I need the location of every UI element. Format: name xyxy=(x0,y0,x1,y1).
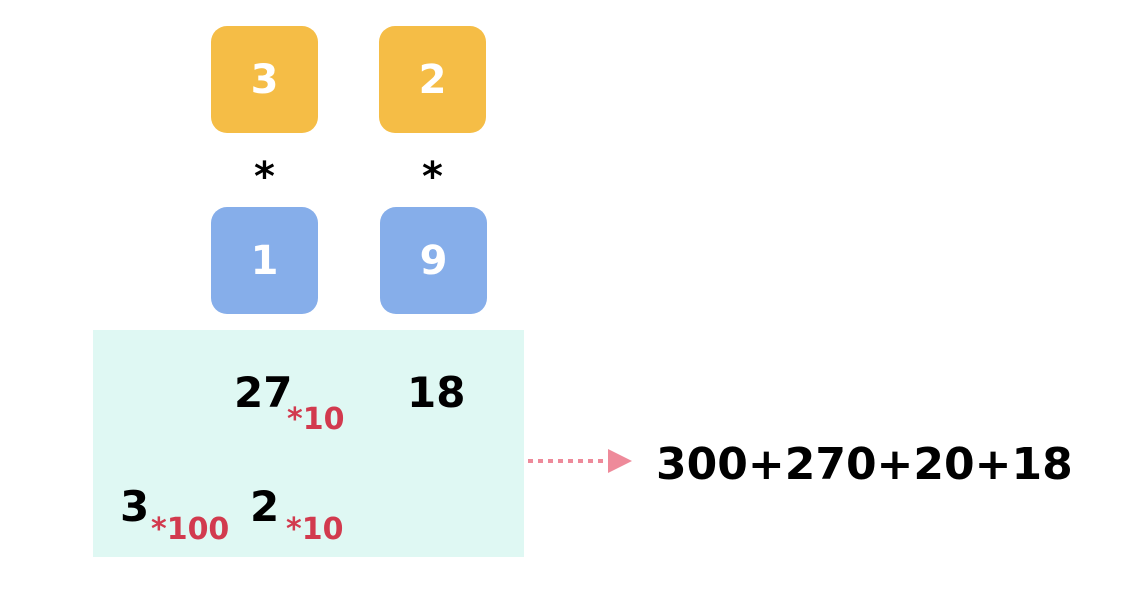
dotted-arrow-icon xyxy=(528,449,632,473)
bottom-digit-label: 9 xyxy=(419,237,448,284)
top-digit-tile-1: 3 xyxy=(211,26,318,133)
partial-row2-left-value: 3 xyxy=(120,482,150,531)
top-digit-label: 3 xyxy=(250,56,279,103)
top-digit-tile-2: 2 xyxy=(379,26,486,133)
bottom-digit-tile-2: 9 xyxy=(380,207,487,314)
bottom-digit-label: 1 xyxy=(250,237,279,284)
partial-row1-left-value: 27 xyxy=(234,368,293,417)
partial-row2-right-multiplier: *10 xyxy=(286,512,344,547)
partial-row1-left-multiplier: *10 xyxy=(287,402,345,437)
result-sum: 300+270+20+18 xyxy=(656,439,1073,490)
top-digit-label: 2 xyxy=(418,56,447,103)
multiply-operator-1: * xyxy=(254,154,275,200)
bottom-digit-tile-1: 1 xyxy=(211,207,318,314)
partial-row1-right-value: 18 xyxy=(407,368,466,417)
multiply-operator-2: * xyxy=(422,154,443,200)
partial-row2-right-value: 2 xyxy=(250,482,280,531)
partial-products-panel: 27 *10 18 3 *100 2 *10 xyxy=(93,330,524,557)
partial-row2-left-multiplier: *100 xyxy=(151,512,230,547)
